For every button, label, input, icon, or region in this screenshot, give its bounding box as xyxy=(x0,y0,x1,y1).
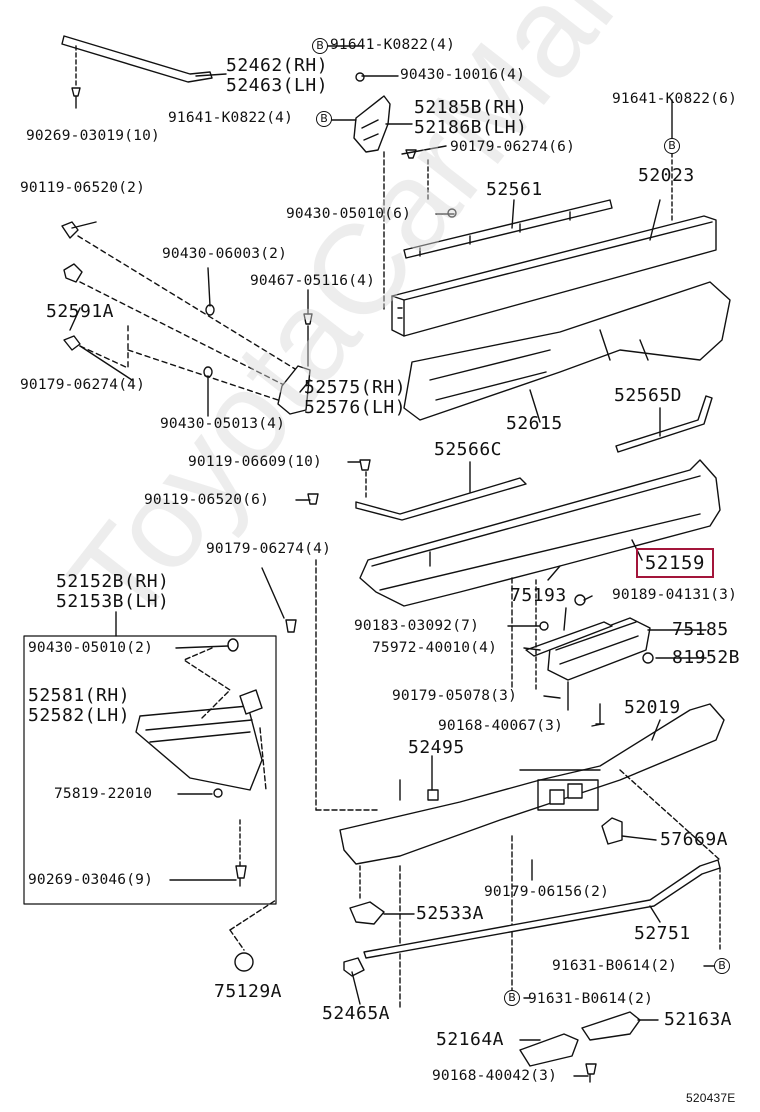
label-52581: 52581(RH) xyxy=(28,685,131,706)
label-91641-k0822-6: 91641-K0822(6) xyxy=(612,91,738,107)
part-52023-beam xyxy=(391,215,717,337)
label-91641-k0822-4-mid: 91641-K0822(4) xyxy=(168,110,294,126)
label-52582: 52582(LH) xyxy=(28,705,131,726)
label-90168-40042: 90168-40042(3) xyxy=(432,1068,558,1084)
part-52159-cover xyxy=(359,459,721,607)
label-52465a: 52465A xyxy=(322,1003,391,1024)
ref-marker-b-1: B xyxy=(312,38,328,54)
label-52591a: 52591A xyxy=(46,301,115,322)
label-52163a: 52163A xyxy=(664,1009,733,1030)
inset-box xyxy=(23,635,277,905)
part-52163a-bracket xyxy=(581,1011,641,1041)
part-52164a-bracket xyxy=(519,1033,579,1067)
part-52533a-bracket xyxy=(349,901,385,925)
label-90189-04131: 90189-04131(3) xyxy=(612,587,738,603)
label-90179-06274-4a: 90179-06274(4) xyxy=(20,377,146,393)
label-52462: 52462(RH) xyxy=(226,55,329,76)
ref-marker-b-3: B xyxy=(664,138,680,154)
label-90179-06274-6: 90179-06274(6) xyxy=(450,139,576,155)
highlighted-part-box[interactable]: 52159 xyxy=(636,548,714,578)
label-52495: 52495 xyxy=(408,737,465,758)
label-52463: 52463(LH) xyxy=(226,75,329,96)
label-91641-k0822-4-top: 91641-K0822(4) xyxy=(330,37,456,53)
label-90179-06274-4b: 90179-06274(4) xyxy=(206,541,332,557)
label-52152b: 52152B(RH) xyxy=(56,571,170,592)
label-90467-05116: 90467-05116(4) xyxy=(250,273,376,289)
ref-marker-b-2: B xyxy=(316,111,332,127)
part-52566c-strip xyxy=(355,477,527,521)
part-52615-absorber xyxy=(403,281,731,421)
label-52575: 52575(RH) xyxy=(304,377,407,398)
part-52561-strip xyxy=(403,199,613,259)
label-75185: 75185 xyxy=(672,619,729,640)
label-52576: 52576(LH) xyxy=(304,397,407,418)
part-52575-bracket xyxy=(277,365,311,415)
label-52566c: 52566C xyxy=(434,439,503,460)
label-52565d: 52565D xyxy=(614,385,683,406)
label-90179-06156: 90179-06156(2) xyxy=(484,884,610,900)
label-90430-10016: 90430-10016(4) xyxy=(400,67,526,83)
label-90430-05010-6: 90430-05010(6) xyxy=(286,206,412,222)
label-57669a: 57669A xyxy=(660,829,729,850)
part-52019-support xyxy=(339,703,725,865)
label-90430-06003: 90430-06003(2) xyxy=(162,246,288,262)
label-52153b: 52153B(LH) xyxy=(56,591,170,612)
label-90430-05010-2: 90430-05010(2) xyxy=(28,640,154,656)
label-90430-05013: 90430-05013(4) xyxy=(160,416,286,432)
part-52462-strip xyxy=(61,35,213,83)
ref-marker-b-5: B xyxy=(504,990,520,1006)
label-52533a: 52533A xyxy=(416,903,485,924)
label-75193: 75193 xyxy=(510,585,567,606)
label-52561: 52561 xyxy=(486,179,543,200)
label-52159: 52159 xyxy=(644,552,706,574)
label-90168-40067: 90168-40067(3) xyxy=(438,718,564,734)
label-52615: 52615 xyxy=(506,413,563,434)
diagram-code: 520437E xyxy=(686,1091,736,1105)
label-52186b: 52186B(LH) xyxy=(414,117,528,138)
label-52023: 52023 xyxy=(638,165,695,186)
label-75819-22010: 75819-22010 xyxy=(54,786,153,802)
label-90119-06520-2: 90119-06520(2) xyxy=(20,180,146,196)
part-52185b-bracket xyxy=(353,95,391,153)
label-91631-b0614-a: 91631-B0614(2) xyxy=(552,958,678,974)
label-90269-03046: 90269-03046(9) xyxy=(28,872,154,888)
label-52751: 52751 xyxy=(634,923,691,944)
label-52185b: 52185B(RH) xyxy=(414,97,528,118)
part-52565d-strip xyxy=(615,395,713,453)
ref-marker-b-4: B xyxy=(714,958,730,974)
label-90179-05078: 90179-05078(3) xyxy=(392,688,518,704)
label-52019: 52019 xyxy=(624,697,681,718)
label-81952b: 81952B xyxy=(672,647,741,668)
label-90119-06520-6: 90119-06520(6) xyxy=(144,492,270,508)
label-91631-b0614-b: 91631-B0614(2) xyxy=(528,991,654,1007)
label-90119-06609: 90119-06609(10) xyxy=(188,454,322,470)
label-90269-03019: 90269-03019(10) xyxy=(26,128,160,144)
label-75972-40010: 75972-40010(4) xyxy=(372,640,498,656)
label-90183-03092: 90183-03092(7) xyxy=(354,618,480,634)
label-75129a: 75129A xyxy=(214,981,283,1002)
label-52164a: 52164A xyxy=(436,1029,505,1050)
part-75185-plate xyxy=(547,617,651,681)
